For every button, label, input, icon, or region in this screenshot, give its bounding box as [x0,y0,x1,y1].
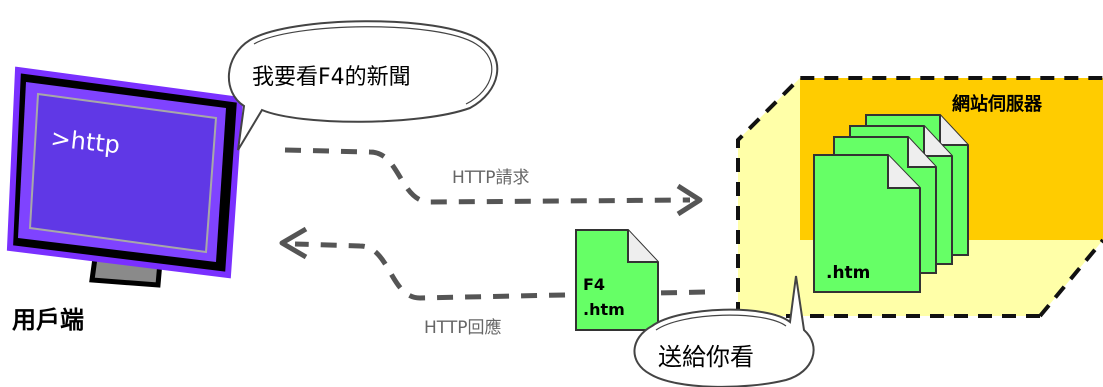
server-label: 網站伺服器 [952,93,1043,115]
request-label: HTTP請求 [452,168,530,188]
response-arrow [279,226,706,301]
server-file-label: .htm [826,263,870,283]
client-label: 用戶端 [12,306,84,334]
response-file-line1: F4 [583,275,605,294]
monitor-screen [28,92,218,254]
client-speech-bubble: 我要看F4的新聞 [228,20,499,151]
request-arrow [284,147,703,217]
server-speech-bubble: 送給你看 [633,275,815,387]
server-speech-text: 送給你看 [658,343,754,371]
server-file-stack [813,114,969,293]
response-label: HTTP回應 [424,317,502,338]
response-file [575,229,659,331]
response-file-line2: .htm [583,300,625,319]
client-speech-text: 我要看F4的新聞 [252,65,411,90]
client-monitor: >http [6,66,244,288]
